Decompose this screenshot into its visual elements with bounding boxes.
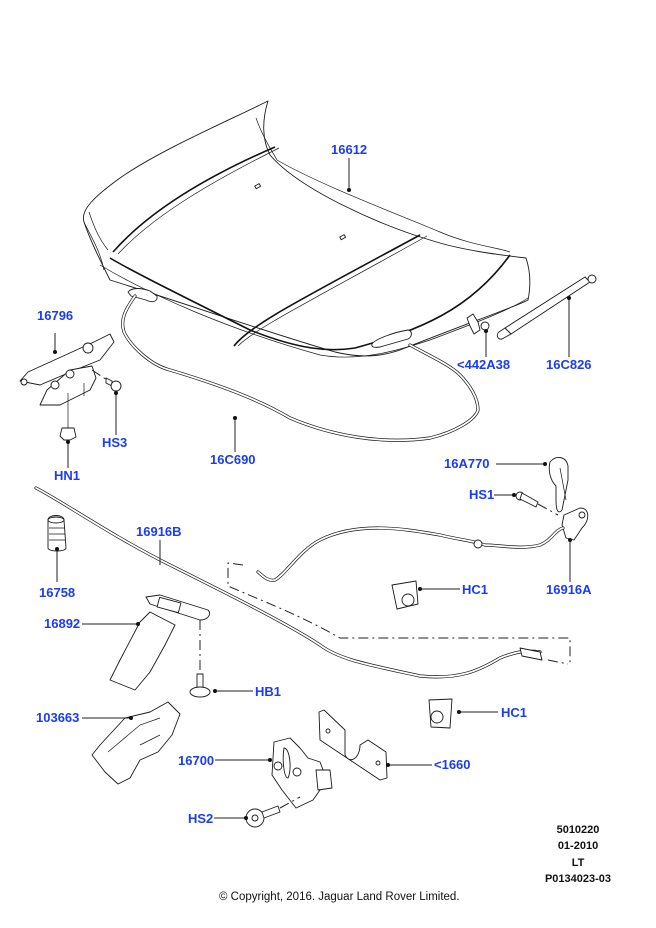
handle-screw: [494, 491, 559, 516]
release-cable-front: [256, 507, 589, 582]
copyright-notice: © Copyright, 2016. Jaguar Land Rover Lim…: [219, 891, 460, 903]
latch-plate: [318, 709, 432, 781]
callout-HN1[interactable]: HN1: [54, 468, 81, 483]
callout-HC1-lower[interactable]: HC1: [501, 705, 528, 720]
callout-442A38[interactable]: <442A38: [457, 357, 511, 372]
catch-bolt: [189, 673, 253, 698]
reference-variant: LT: [571, 857, 585, 869]
reference-date: 01-2010: [557, 840, 599, 852]
hinge-screw: [105, 377, 122, 435]
callout-16916A[interactable]: 16916A: [546, 582, 592, 597]
callout-16C690[interactable]: 16C690: [210, 452, 256, 467]
cable-clip-upper: [391, 580, 460, 610]
callout-16796[interactable]: 16796: [37, 308, 74, 323]
hood-hinge: [19, 333, 115, 408]
cable-clip-lower: [428, 698, 498, 729]
strut-ball-stud: [466, 313, 490, 357]
safety-catch: [82, 594, 211, 691]
callout-16A770[interactable]: 16A770: [444, 456, 490, 471]
release-cable-rear: [34, 486, 543, 679]
callout-103663[interactable]: 103663: [36, 710, 80, 725]
callout-16758[interactable]: 16758: [39, 585, 76, 600]
hood-panel: [82, 100, 531, 358]
cable-routing-lines: [227, 562, 571, 665]
callout-16916B[interactable]: 16916B: [136, 524, 182, 539]
catch-cover: [82, 701, 181, 785]
latch-screw: [214, 796, 301, 828]
callout-HS2[interactable]: HS2: [188, 811, 214, 826]
hood-gas-strut: [496, 274, 597, 357]
hood-seal: [121, 294, 480, 452]
callout-16612[interactable]: 16612: [331, 142, 368, 157]
callout-1660[interactable]: <1660: [434, 757, 471, 772]
callout-HS3[interactable]: HS3: [102, 435, 128, 450]
reference-code: 5010220: [556, 824, 600, 836]
callout-16700[interactable]: 16700: [178, 753, 215, 768]
hinge-nut: [59, 408, 77, 468]
callout-HB1[interactable]: HB1: [255, 684, 282, 699]
callout-HS1[interactable]: HS1: [469, 487, 495, 502]
illustration-number: P0134023-03: [544, 873, 612, 885]
callout-HC1-upper[interactable]: HC1: [462, 582, 489, 597]
hood-latch: [215, 737, 333, 809]
callout-16C826[interactable]: 16C826: [546, 357, 592, 372]
callout-16892[interactable]: 16892: [44, 616, 81, 631]
release-handle: [496, 457, 569, 513]
bump-stop: [47, 515, 67, 582]
